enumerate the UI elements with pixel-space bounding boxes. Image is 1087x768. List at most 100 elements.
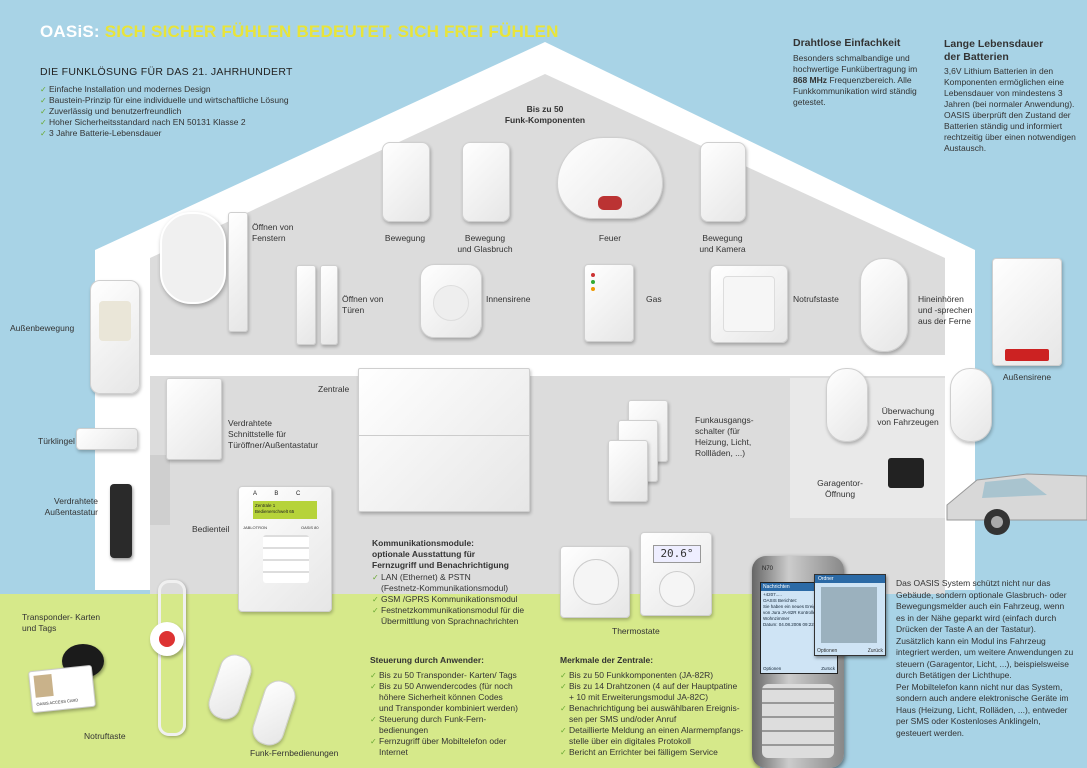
communication-title: Kommunikationsmodule: optionale Ausstatt… [372, 538, 509, 570]
keypad-logo: JABLOTRON [243, 525, 268, 530]
keypad: A B C Zentrale 1 Bedienerschwelt 65 JABL… [238, 486, 332, 612]
label-notruftaste: Notruftaste [84, 731, 126, 741]
intro-bullets: Einfache Installation und modernes Desig… [40, 84, 340, 139]
vehicle-text: Das OASIS System schützt nicht nur das G… [896, 578, 1074, 738]
label-transponder: Transponder- Karten und Tags [22, 612, 101, 633]
intercom-unit [860, 258, 908, 352]
vehicle-detector [950, 368, 992, 442]
window-sensor-zoom [160, 212, 226, 304]
label-verdrahtete-aussentastatur: Verdrahtete Außentastatur [44, 496, 98, 517]
card-text: OASIS ACCESS CARD [36, 697, 79, 707]
communication-bullet: GSM /GPRS Kommunikationsmodul [372, 594, 524, 605]
header: OASiS: SICH SICHER FÜHLEN BEDEUTET, SICH… [40, 22, 559, 42]
label-garagentor: Garagentor- Öffnung [817, 478, 863, 499]
control-bullet: Fernzugriff über Mobiltelefon oder Inter… [370, 736, 540, 758]
intro-bullet: Zuverlässig und benutzerfreundlich [40, 106, 340, 117]
access-card: OASIS ACCESS CARD [27, 664, 97, 714]
brand-name: OASiS: [40, 22, 100, 41]
keypad-letters: A B C [253, 491, 301, 497]
intro-title: DIE FUNKLÖSUNG FÜR DAS 21. JAHRHUNDERT [40, 66, 293, 78]
communication-bullet: LAN (Ethernet) & PSTN (Festnetz-Kommunik… [372, 572, 524, 594]
features-bullet: Detaillierte Meldung an einen Alarmempfa… [560, 725, 760, 747]
funk-components-title: Bis zu 50 Funk-Komponenten [504, 104, 586, 125]
emergency-button [710, 265, 788, 343]
label-thermostate: Thermostate [612, 626, 660, 636]
label-bewegung-kamera: Bewegung und Kamera [699, 233, 746, 254]
features-bullet: Benachrichtigung bei auswählbaren Ereign… [560, 703, 760, 725]
label-verdrahtete-schnittstelle: Verdrahtete Schnittstelle für Türöffner/… [228, 418, 319, 450]
garage-module [888, 458, 924, 488]
battery-title: Lange Lebensdauer der Batterien [944, 38, 1044, 63]
motion-glassbreak-detector [462, 142, 510, 222]
gas-detector [584, 264, 634, 342]
label-feuer: Feuer [598, 233, 622, 243]
label-funkausgang: Funkausgangs- schalter (für Heizung, Lic… [695, 415, 754, 458]
vehicle-detector [826, 368, 868, 442]
doorbell-button [76, 428, 138, 450]
panic-pendant [150, 622, 184, 656]
phone-softkey-right: Zurück [821, 666, 835, 671]
phone-screen-title: Nachrichten [761, 583, 837, 591]
label-tuerklingel: Türklingel [38, 436, 75, 446]
control-bullet: Bis zu 50 Transponder- Karten/ Tags [370, 670, 540, 681]
outdoor-keypad [110, 484, 132, 558]
phone-popup: Ordner Optionen Zurück [814, 574, 886, 656]
thermostat-display: 20.6° [653, 545, 701, 563]
label-innensirene: Innensirene [486, 294, 531, 304]
keypad-model: OASiS 80 [301, 525, 319, 530]
label-bewegung: Bewegung [384, 233, 426, 243]
phone-softkey-left: Optionen [763, 666, 782, 671]
slogan: SICH SICHER FÜHLEN BEDEUTET, SICH FREI F… [104, 22, 559, 41]
features-title: Merkmale der Zentrale: [560, 655, 654, 665]
label-ueberwachung: Überwachung von Fahrzeugen [877, 406, 939, 427]
popup-softkey-right: Zurück [867, 648, 883, 654]
label-notrufstaste: Notrufstaste [793, 294, 839, 304]
motion-camera-detector [700, 142, 746, 222]
central-panel [358, 368, 530, 512]
window-contact [228, 212, 248, 332]
output-switch [608, 440, 648, 502]
label-gas: Gas [646, 294, 662, 304]
control-bullets: Bis zu 50 Transponder- Karten/ Tags Bis … [370, 670, 540, 758]
label-funkfernbedienungen: Funk-Fernbedienungen [250, 748, 339, 758]
control-bullet: Steuerung durch Funk-Fern- bedienungen [370, 714, 540, 736]
panic-pendant-strap [158, 580, 186, 736]
car-illustration [946, 473, 1087, 535]
communication-bullet: Festnetzkommunikationsmodul für die Über… [372, 605, 524, 627]
intro-bullet: Einfache Installation und modernes Desig… [40, 84, 340, 95]
control-bullet: Bis zu 50 Anwendercodes (für noch höhere… [370, 681, 540, 714]
label-aussensirene: Außensirene [1002, 372, 1052, 382]
wired-interface [166, 378, 222, 460]
wireless-text: Besonders schmalbandige und hochwertige … [793, 53, 918, 107]
label-hineinhoeren: Hineinhören und -sprechen aus der Ferne [918, 294, 973, 326]
features-bullet: Bis zu 14 Drahtzonen (4 auf der Hauptpat… [560, 681, 760, 703]
intro-bullet: Baustein-Prinzip für eine individuelle u… [40, 95, 340, 106]
label-oeffnen-tueren: Öffnen von Türen [342, 294, 384, 315]
motion-detector [382, 142, 430, 222]
door-contact-magnet [320, 265, 338, 345]
wireless-title: Drahtlose Einfachkeit [793, 37, 901, 49]
control-title: Steuerung durch Anwender: [370, 655, 484, 665]
label-aussenbewegung: Außenbewegung [10, 323, 75, 333]
thermostat-dial [560, 546, 630, 618]
indoor-siren [420, 264, 482, 338]
frequency: 868 MHz [793, 75, 828, 85]
label-oeffnen-fenster: Öffnen von Fenstern [252, 222, 294, 243]
intro-bullet: Hoher Sicherheitsstandard nach EN 50131 … [40, 117, 340, 128]
features-bullets: Bis zu 50 Funkkomponenten (JA-82R) Bis z… [560, 670, 760, 758]
label-zentrale: Zentrale [318, 384, 350, 394]
features-bullet: Bericht an Errichter bei fälligem Servic… [560, 747, 760, 758]
communication-bullets: LAN (Ethernet) & PSTN (Festnetz-Kommunik… [372, 572, 524, 627]
outdoor-siren [992, 258, 1062, 366]
outdoor-motion-detector [90, 280, 140, 394]
door-contact [296, 265, 316, 345]
keypad-screen: Zentrale 1 Bedienerschwelt 65 [253, 501, 317, 519]
thermostat-digital: 20.6° [640, 532, 712, 616]
label-bedienteil: Bedienteil [192, 524, 230, 534]
battery-text: 3,6V Lithium Batterien in den Komponente… [944, 66, 1076, 153]
features-bullet: Bis zu 50 Funkkomponenten (JA-82R) [560, 670, 760, 681]
smoke-detector [557, 137, 663, 219]
phone-model: N70 [762, 566, 774, 572]
floor-slab [150, 355, 720, 376]
popup-title: Ordner [815, 575, 885, 583]
